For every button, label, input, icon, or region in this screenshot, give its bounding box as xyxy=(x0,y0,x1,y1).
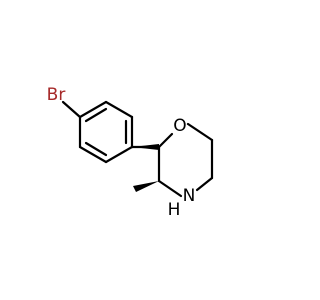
double-bond-c2-c3 xyxy=(84,141,108,157)
double-bond-c4-c5 xyxy=(84,107,108,123)
bond-o-c6 xyxy=(186,122,214,142)
molecule-diagram: Br O N H xyxy=(47,85,214,220)
morpholine-ring xyxy=(157,122,214,198)
bond-c2-o xyxy=(157,132,174,149)
atom-nitrogen-label: N xyxy=(183,186,196,206)
wedge-bond-c2-phenyl xyxy=(132,144,159,150)
structure-canvas: Br O N H xyxy=(46,85,214,220)
bond-c4-br xyxy=(61,100,82,119)
bond-c5-c6 xyxy=(104,100,134,119)
atom-oxygen-label: O xyxy=(173,116,186,136)
bond-c5-n xyxy=(195,176,214,192)
wedge-bond-c3-methyl xyxy=(133,181,159,192)
benzene-ring xyxy=(78,100,134,164)
bond-c2-c3 xyxy=(78,145,108,164)
bond-c4-c5 xyxy=(78,100,108,119)
atom-bromine-label: Br xyxy=(47,85,66,105)
bond-n-c3 xyxy=(157,179,183,198)
atom-nitrogen-hydrogen-label: H xyxy=(168,200,181,220)
bond-c1-c2 xyxy=(104,145,134,164)
